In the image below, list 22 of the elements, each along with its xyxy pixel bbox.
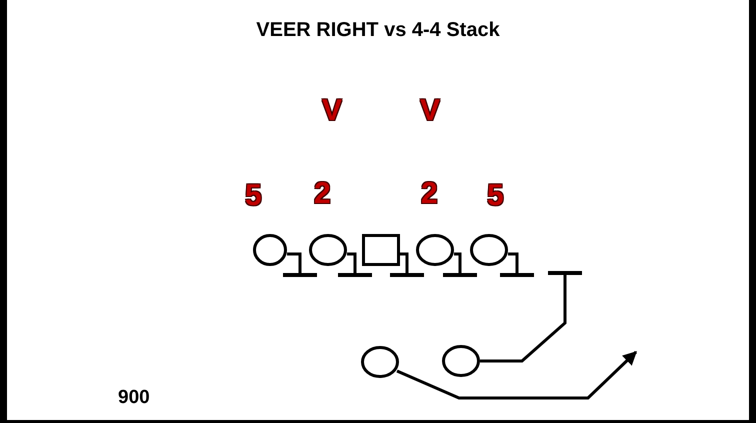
player-circle [416,234,454,266]
block-line [498,252,536,277]
player-circle [309,234,347,266]
player-circle [442,345,480,377]
defender-number: 2 [421,179,438,209]
defender-number: 5 [487,181,504,211]
defender-number: 2 [314,179,331,209]
block-line [281,252,319,277]
player-square [362,234,400,266]
play-number: 900 [118,388,150,407]
defender-letter: V [420,96,440,126]
block-line [480,271,584,362]
defender-letter: V [322,96,342,126]
route-arrow [396,350,638,400]
block-line [388,252,426,277]
defender-number: 5 [245,181,262,211]
player-circle [470,234,508,266]
play-title: VEER RIGHT vs 4-4 Stack [255,20,501,40]
block-line [336,252,374,277]
block-line [441,252,479,277]
player-circle [253,234,287,266]
player-circle [361,346,399,378]
